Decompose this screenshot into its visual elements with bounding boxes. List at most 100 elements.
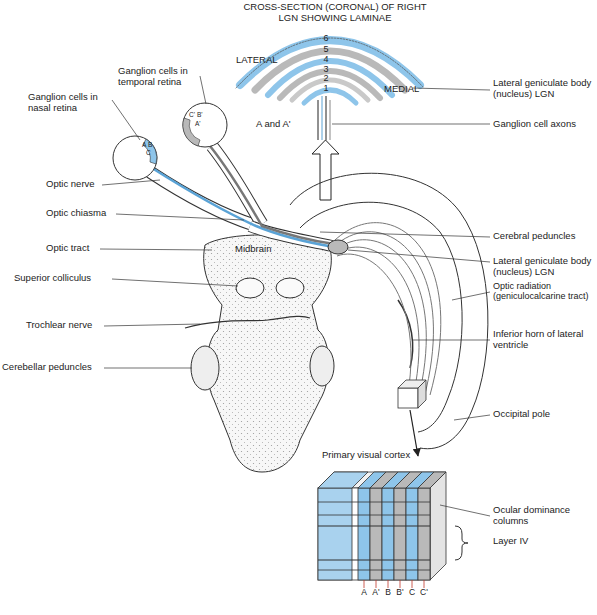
axon [330, 100, 331, 140]
leader-line [452, 292, 490, 300]
lamina-number: 5 [321, 44, 331, 54]
letter-tick [388, 580, 389, 588]
direction-label: MEDIAL [384, 84, 434, 95]
colliculus [236, 278, 264, 298]
letter-tick [376, 580, 377, 588]
leader-line [200, 76, 206, 104]
cell-letter: A' [195, 120, 205, 127]
hemisphere-inner [300, 202, 462, 432]
part-label: Cerebral peduncles [493, 231, 595, 242]
part-label: Cerebellar peduncles [2, 362, 106, 373]
part-label: Layer IV [493, 536, 553, 547]
nasal-retina [143, 139, 157, 164]
eye [113, 136, 157, 180]
axon [326, 96, 327, 140]
layer-line [318, 570, 430, 571]
radiation-fiber [338, 247, 419, 402]
column-top [418, 472, 446, 488]
crossed-fibers [152, 168, 334, 247]
lamina-number: 2 [321, 73, 331, 83]
cortex-block [318, 472, 446, 588]
layer-line [318, 559, 430, 560]
leader-line [100, 249, 212, 250]
radiation-fiber [337, 254, 411, 404]
leader-line [440, 505, 490, 516]
part-label: Superior colliculus [14, 273, 114, 284]
lamina-number: 1 [321, 83, 331, 93]
axon [318, 100, 319, 140]
part-label: Occipital pole [493, 409, 595, 420]
leader-line [112, 100, 140, 140]
leader-line [320, 232, 490, 237]
leader-line [104, 324, 200, 326]
cube [418, 380, 426, 408]
letter-tick [424, 580, 425, 588]
letter-tick [412, 580, 413, 588]
leader-line [116, 214, 244, 220]
leader-line [412, 340, 490, 341]
leader-lines [100, 76, 490, 516]
cortex-sample [398, 380, 426, 408]
cube [398, 388, 418, 408]
leader-line [348, 250, 490, 262]
column-letter: C [407, 588, 417, 598]
part-label: Inferior horn of lateral ventricle [493, 329, 595, 351]
cerebellar-peduncle [191, 346, 219, 390]
layer-line [318, 525, 430, 526]
uncrossed-fibers [210, 146, 334, 244]
section-heading: CROSS-SECTION (CORONAL) OF RIGHT LGN SHO… [242, 2, 428, 24]
lgn-cross-section: CROSS-SECTION (CORONAL) OF RIGHT LGN SHO… [230, 0, 440, 112]
lgn [328, 240, 348, 254]
leader-line [104, 368, 192, 369]
lamina-number: 6 [321, 33, 331, 43]
direction-label: LATERAL [236, 55, 296, 66]
ganglion-axons [318, 96, 330, 140]
part-label: Ganglion cells in nasal retina [28, 92, 114, 114]
cortex-block: Primary visual cortexAA'BB'CC' [300, 448, 460, 608]
lamina-border [236, 38, 424, 88]
hemisphere [290, 173, 488, 448]
leader-line [332, 124, 490, 125]
block-front [318, 488, 430, 580]
brainstem [185, 235, 334, 472]
lamina-number: 4 [321, 54, 331, 64]
cell-letter: B [148, 141, 156, 148]
cell-letter: B' [197, 111, 207, 118]
part-label: Optic radiation (geniculocalcarine tract… [493, 281, 597, 302]
leader-line [454, 415, 490, 420]
hemisphere-outline [290, 173, 488, 448]
part-label: Ganglion cells in temporal retina [118, 66, 206, 88]
eye [183, 103, 227, 147]
part-label: Lateral geniculate body (nucleus) LGN [493, 78, 595, 100]
block-side [430, 472, 446, 580]
lamina-number: 3 [321, 64, 331, 74]
leader-line [102, 180, 160, 185]
column-letter: A' [371, 588, 381, 598]
column-letter: B [383, 588, 393, 598]
letter-tick [364, 580, 365, 588]
column-letter: C' [419, 588, 429, 598]
layer-line [318, 515, 430, 516]
radiation-fiber [335, 223, 441, 395]
part-label: Lateral geniculate body (nucleus) LGN [493, 256, 595, 278]
part-label: Trochlear nerve [26, 320, 106, 331]
part-label: Midbrain [235, 244, 285, 255]
leader-line [412, 88, 490, 90]
part-label: Ganglion cell axons [493, 119, 595, 130]
radiation-fiber [338, 240, 426, 400]
layer-line [318, 502, 430, 503]
letter-tick [400, 580, 401, 588]
cerebellar-peduncle [310, 346, 334, 386]
optic-pathway [113, 103, 348, 254]
block-heading: Primary visual cortex [322, 450, 452, 461]
part-label: Ocular dominance columns [493, 505, 583, 527]
part-label: Optic tract [46, 243, 106, 254]
bracket [455, 526, 468, 560]
hollow-arrow [312, 140, 339, 200]
block-top [318, 472, 446, 488]
trochlear-nerve [185, 316, 310, 328]
axon [322, 96, 323, 140]
column-letter: B' [395, 588, 405, 598]
cell-letter: C [146, 149, 154, 156]
